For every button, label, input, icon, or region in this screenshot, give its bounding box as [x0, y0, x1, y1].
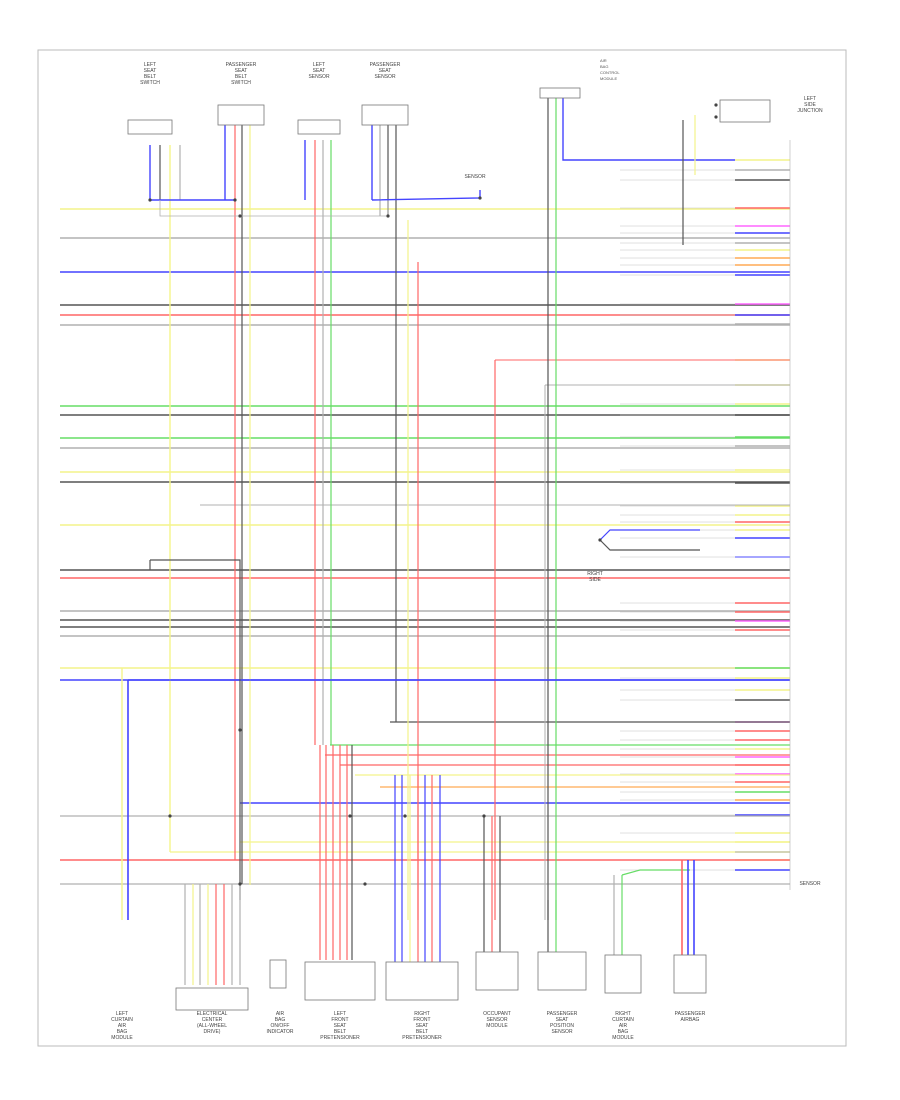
c4-connector	[361, 104, 409, 126]
drop-wire	[599, 529, 700, 541]
b7-box	[537, 951, 587, 991]
splice-dot	[238, 882, 242, 886]
drop-wire	[159, 200, 389, 217]
c2-connector	[217, 104, 265, 126]
splice-dot	[482, 814, 486, 818]
feed-wire	[621, 869, 690, 876]
b2-box	[175, 987, 249, 1011]
drop-wire	[599, 539, 700, 551]
c1-connector	[127, 119, 173, 135]
b5-box	[385, 961, 459, 1001]
diagram-frame	[37, 49, 847, 1047]
right-junction-connector	[719, 99, 771, 123]
top-right-connector	[539, 87, 581, 99]
wire-group	[60, 95, 791, 985]
splice-dot	[714, 103, 718, 107]
b8-box	[604, 954, 642, 994]
b3-box	[269, 959, 287, 989]
splice-dot	[238, 214, 242, 218]
drop-wire	[562, 95, 735, 161]
splice-dot	[168, 814, 172, 818]
splice-dot	[148, 198, 152, 202]
drop-wire	[150, 559, 241, 900]
splice-dot	[233, 198, 237, 202]
b4-box	[304, 961, 376, 1001]
splice-dot	[598, 538, 602, 542]
ground-label: SENSOR	[464, 174, 486, 180]
splice-dot	[403, 814, 407, 818]
right-sensor-label: SENSOR	[799, 881, 821, 887]
b9-box	[673, 954, 707, 994]
splice-dot	[714, 115, 718, 119]
splice-dot	[386, 214, 390, 218]
b6-box	[475, 951, 519, 991]
splice-dot	[238, 728, 242, 732]
c3-connector	[297, 119, 341, 135]
splice-dot	[348, 814, 352, 818]
splice-dot	[478, 196, 482, 200]
splice-dot	[363, 882, 367, 886]
